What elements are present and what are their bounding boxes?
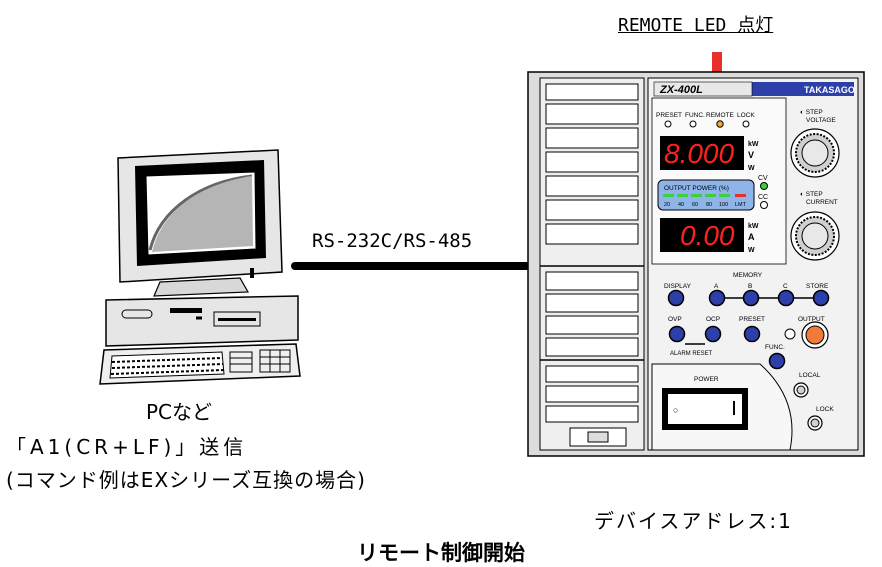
local-button[interactable] [796,385,806,395]
cv-label: CV [758,175,768,182]
a-button-label: A [714,283,719,290]
ocp-button-label: OCP [706,316,720,323]
ocp-button[interactable] [704,325,722,343]
scale-lmt: LMT [735,202,747,208]
memory-label: MEMORY [733,272,763,279]
scale-60: 60 [692,202,698,208]
interface-label: RS-232C/RS-485 [312,230,473,252]
preset-button[interactable] [743,325,761,343]
scale-20: 20 [664,202,670,208]
indicator-remote-label: REMOTE [706,112,734,119]
lock-button[interactable] [810,418,820,428]
func-button-label: FUNC. [765,344,785,351]
indicator-preset-label: PRESET [656,112,682,119]
command-label: 「A1(CR+LF)」送信 [6,435,248,459]
memory-b-button[interactable] [742,289,760,307]
preset-led [664,120,672,128]
unit-kw-a: kW [748,223,759,230]
lock-button-label: LOCK [816,406,834,413]
output-button-label: OUTPUT [798,316,825,323]
remote-led-label: REMOTE LED 点灯 [618,15,774,36]
unit-a: A [748,232,755,242]
voltage-knob[interactable] [790,128,840,178]
unit-v: V [748,150,754,160]
output-power-label: OUTPUT POWER (%) [664,185,729,192]
cv-led [760,182,768,190]
model-name: ZX-400L [659,84,703,96]
ovp-button[interactable] [668,325,686,343]
power-supply-device: ZX-400L TAKASAGO PRESET FUNC. REMOTE LOC… [527,71,865,457]
unit-w-a: W [748,247,755,254]
func-led [689,120,697,128]
cc-label: CC [758,194,768,201]
pc-label: PCなど [146,400,213,424]
unit-w-v: W [748,165,755,172]
lock-led [742,120,750,128]
local-button-label: LOCAL [799,372,821,379]
ovp-button-label: OVP [668,316,682,323]
store-button-label: STORE [806,283,829,290]
c-button-label: C [783,283,788,290]
scale-80: 80 [706,202,712,208]
indicator-func-label: FUNC. [685,112,705,119]
alarm-reset-label: ALARM RESET [670,351,713,357]
device-address-label: デバイスアドレス:1 [594,509,793,533]
func-button[interactable] [768,352,786,370]
unit-kw-v: kW [748,141,759,148]
cc-led [760,201,768,209]
brand-logo: TAKASAGO [804,85,855,95]
indicator-lock-label: LOCK [737,112,755,119]
diagram-title: リモート制御開始 [357,541,525,565]
output-led [784,328,796,340]
command-note: (コマンド例はEXシリーズ互換の場合) [6,468,366,492]
memory-a-button[interactable] [708,289,726,307]
scale-100: 100 [719,202,728,208]
display-button-label: DISPLAY [664,283,692,290]
current-value: 0.00 [680,220,735,251]
current-knob[interactable] [790,211,840,261]
scale-40: 40 [678,202,684,208]
voltage-value: 8.000 [664,138,734,169]
svg-text:○: ○ [673,405,678,415]
store-button[interactable] [812,289,830,307]
display-button[interactable] [667,289,685,307]
power-label: POWER [694,376,719,383]
preset-button-label: PRESET [739,316,765,323]
memory-c-button[interactable] [777,289,795,307]
b-button-label: B [748,283,752,290]
power-switch[interactable]: ○ [662,388,748,430]
pc-icon [99,149,301,385]
cooling-fins [540,83,644,447]
remote-led [716,120,724,128]
voltage-display [660,136,744,170]
output-button[interactable] [805,325,825,345]
current-display [660,218,744,252]
